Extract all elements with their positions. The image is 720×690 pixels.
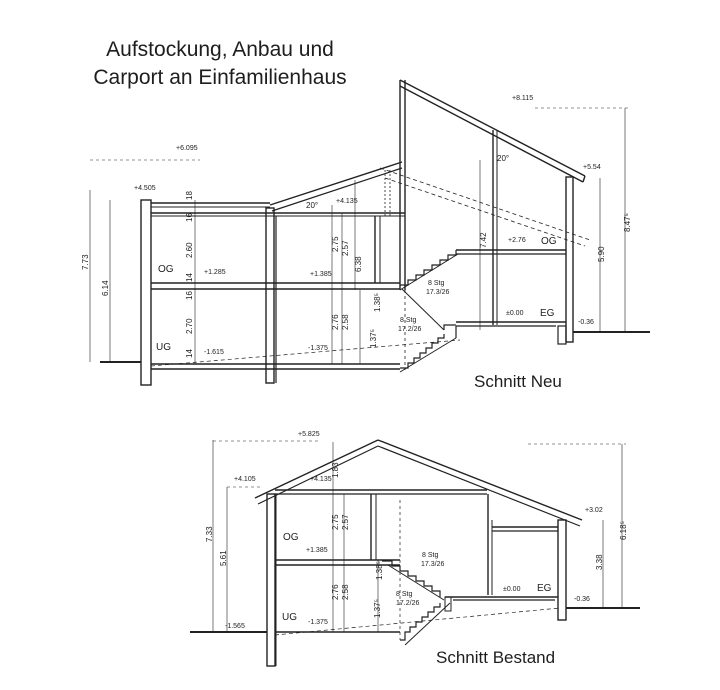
title-line-2: Carport an Einfamilienhaus <box>93 66 347 89</box>
b-level-og: +1.385 <box>306 547 328 554</box>
level-ground-right: -0.36 <box>578 319 594 326</box>
room-og-left: OG <box>158 264 174 275</box>
neu-labels: +8.115 +6.095 +4.505 +4.135 +5.54 +2.76 … <box>81 95 632 358</box>
b-level-roof-mid: +4.135 <box>310 476 332 483</box>
stair-upper-steps: 8 Stg <box>428 280 444 287</box>
level-ridge: +8.115 <box>512 95 533 102</box>
dim-og-slab: 14 <box>185 273 194 282</box>
level-og-left: +1.285 <box>204 269 226 276</box>
dim-og-height-left: 2.60 <box>185 242 194 258</box>
b-stair-lower-steps: 8 Stg <box>396 591 412 598</box>
stair-lower-ratio: 17.2/26 <box>398 326 421 333</box>
b-dim-og-2: 2.57 <box>341 514 350 530</box>
room-eg-right: EG <box>540 308 555 319</box>
dim-mid-total: 6.38 <box>354 256 363 272</box>
b-stair-lower-ratio: 17.2/26 <box>396 600 419 607</box>
level-roof-mid: +4.135 <box>336 198 358 205</box>
section-bestand <box>190 439 640 667</box>
section-label-neu: Schnitt Neu <box>474 372 562 391</box>
dim-mid-og-1: 2.75 <box>331 236 340 252</box>
left-outer-wall <box>140 199 152 386</box>
b-room-og: OG <box>283 532 299 543</box>
dim-stair-low: 1.37⁵ <box>369 329 378 348</box>
b-dim-ug-1: 2.76 <box>331 584 340 600</box>
b-stair-upper-steps: 8 Stg <box>422 552 438 559</box>
b-level-ridge: +5.825 <box>298 431 320 438</box>
b-level-ground-right: -0.36 <box>574 596 590 603</box>
drawing-title: Aufstockung, Anbau und Carport an Einfam… <box>60 36 380 92</box>
b-dim-stair-up: 1.38⁵ <box>375 561 384 580</box>
bestand-labels: +5.825 +4.105 +4.135 +1.385 -1.565 -1.37… <box>205 431 628 630</box>
dim-right-outer: 8.47⁵ <box>623 213 632 232</box>
level-eg: ±0.00 <box>506 310 524 317</box>
b-stair-upper-ratio: 17.3/26 <box>421 561 444 568</box>
dim-right-total: 7.42 <box>479 232 488 248</box>
dim-ug-height-left: 2.70 <box>185 318 194 334</box>
b-dim-total-left: 7.33 <box>205 526 214 542</box>
level-left-roof: +4.505 <box>134 185 156 192</box>
b-room-eg: EG <box>537 583 552 594</box>
angle-mid-roof: 20° <box>306 201 318 210</box>
b-dim-roof-h: 1.83 <box>331 462 340 478</box>
b-dim-right-inner: 3.38 <box>595 554 604 570</box>
section-neu <box>89 79 650 386</box>
b-level-eg: ±0.00 <box>503 586 521 593</box>
level-og-mid: +1.385 <box>310 271 332 278</box>
b-level-ug-left: -1.565 <box>225 623 245 630</box>
dim-mid-ug-2: 2.58 <box>341 314 350 330</box>
b-dim-right-outer: 6.18⁵ <box>619 521 628 540</box>
b-dim-og-1: 2.75 <box>331 514 340 530</box>
b-dim-stair-low: 1.37⁵ <box>373 599 382 618</box>
b-level-left-eave: +4.105 <box>234 476 256 483</box>
dim-total-left: 7.73 <box>81 254 90 270</box>
level-right-eave: +5.54 <box>583 164 601 171</box>
level-og-right: +2.76 <box>508 237 526 244</box>
b-level-right-eave: +3.02 <box>585 507 603 514</box>
b-level-ug-mid: -1.375 <box>308 619 328 626</box>
level-ug-left: -1.615 <box>204 349 224 356</box>
room-og-right: OG <box>541 236 557 247</box>
mid-wall <box>265 207 275 384</box>
dim-og-slab2: 16 <box>185 291 194 300</box>
stair-upper-ratio: 17.3/26 <box>426 289 449 296</box>
dim-stair-up: 1.38⁵ <box>373 293 382 312</box>
b-room-ug: UG <box>282 612 297 623</box>
b-dim-left-inner: 5.61 <box>219 550 228 566</box>
dim-mid-ug-1: 2.76 <box>331 314 340 330</box>
dim-slab2: 16 <box>185 213 194 222</box>
dim-mid-og-2: 2.57 <box>341 240 350 256</box>
level-ug-mid: -1.375 <box>308 345 328 352</box>
angle-main-roof: 20° <box>497 154 509 163</box>
room-ug-left: UG <box>156 342 171 353</box>
dim-left-inner: 6.14 <box>101 280 110 296</box>
section-label-bestand: Schnitt Bestand <box>436 648 556 667</box>
level-left-top: +6.095 <box>176 145 198 152</box>
dim-right-inner: 5.90 <box>597 246 606 262</box>
dim-ug-slab: 14 <box>185 349 194 358</box>
stair-lower-steps: 8 Stg <box>400 317 416 324</box>
dim-slab-top: 18 <box>185 191 194 200</box>
title-line-1: Aufstockung, Anbau und <box>106 38 334 61</box>
b-dim-ug-2: 2.58 <box>341 584 350 600</box>
